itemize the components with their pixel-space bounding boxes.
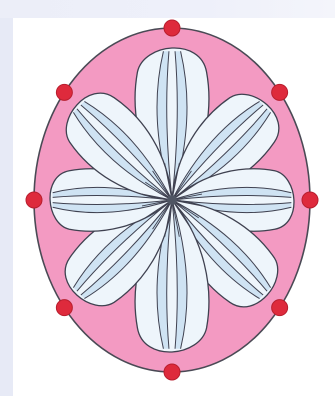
red-dot (164, 364, 180, 380)
red-dot (272, 84, 288, 100)
center-point (167, 195, 177, 205)
red-dot (272, 300, 288, 316)
red-dot (302, 192, 318, 208)
red-dot (56, 84, 72, 100)
red-dot (26, 192, 42, 208)
red-dot (56, 300, 72, 316)
red-dot (164, 20, 180, 36)
